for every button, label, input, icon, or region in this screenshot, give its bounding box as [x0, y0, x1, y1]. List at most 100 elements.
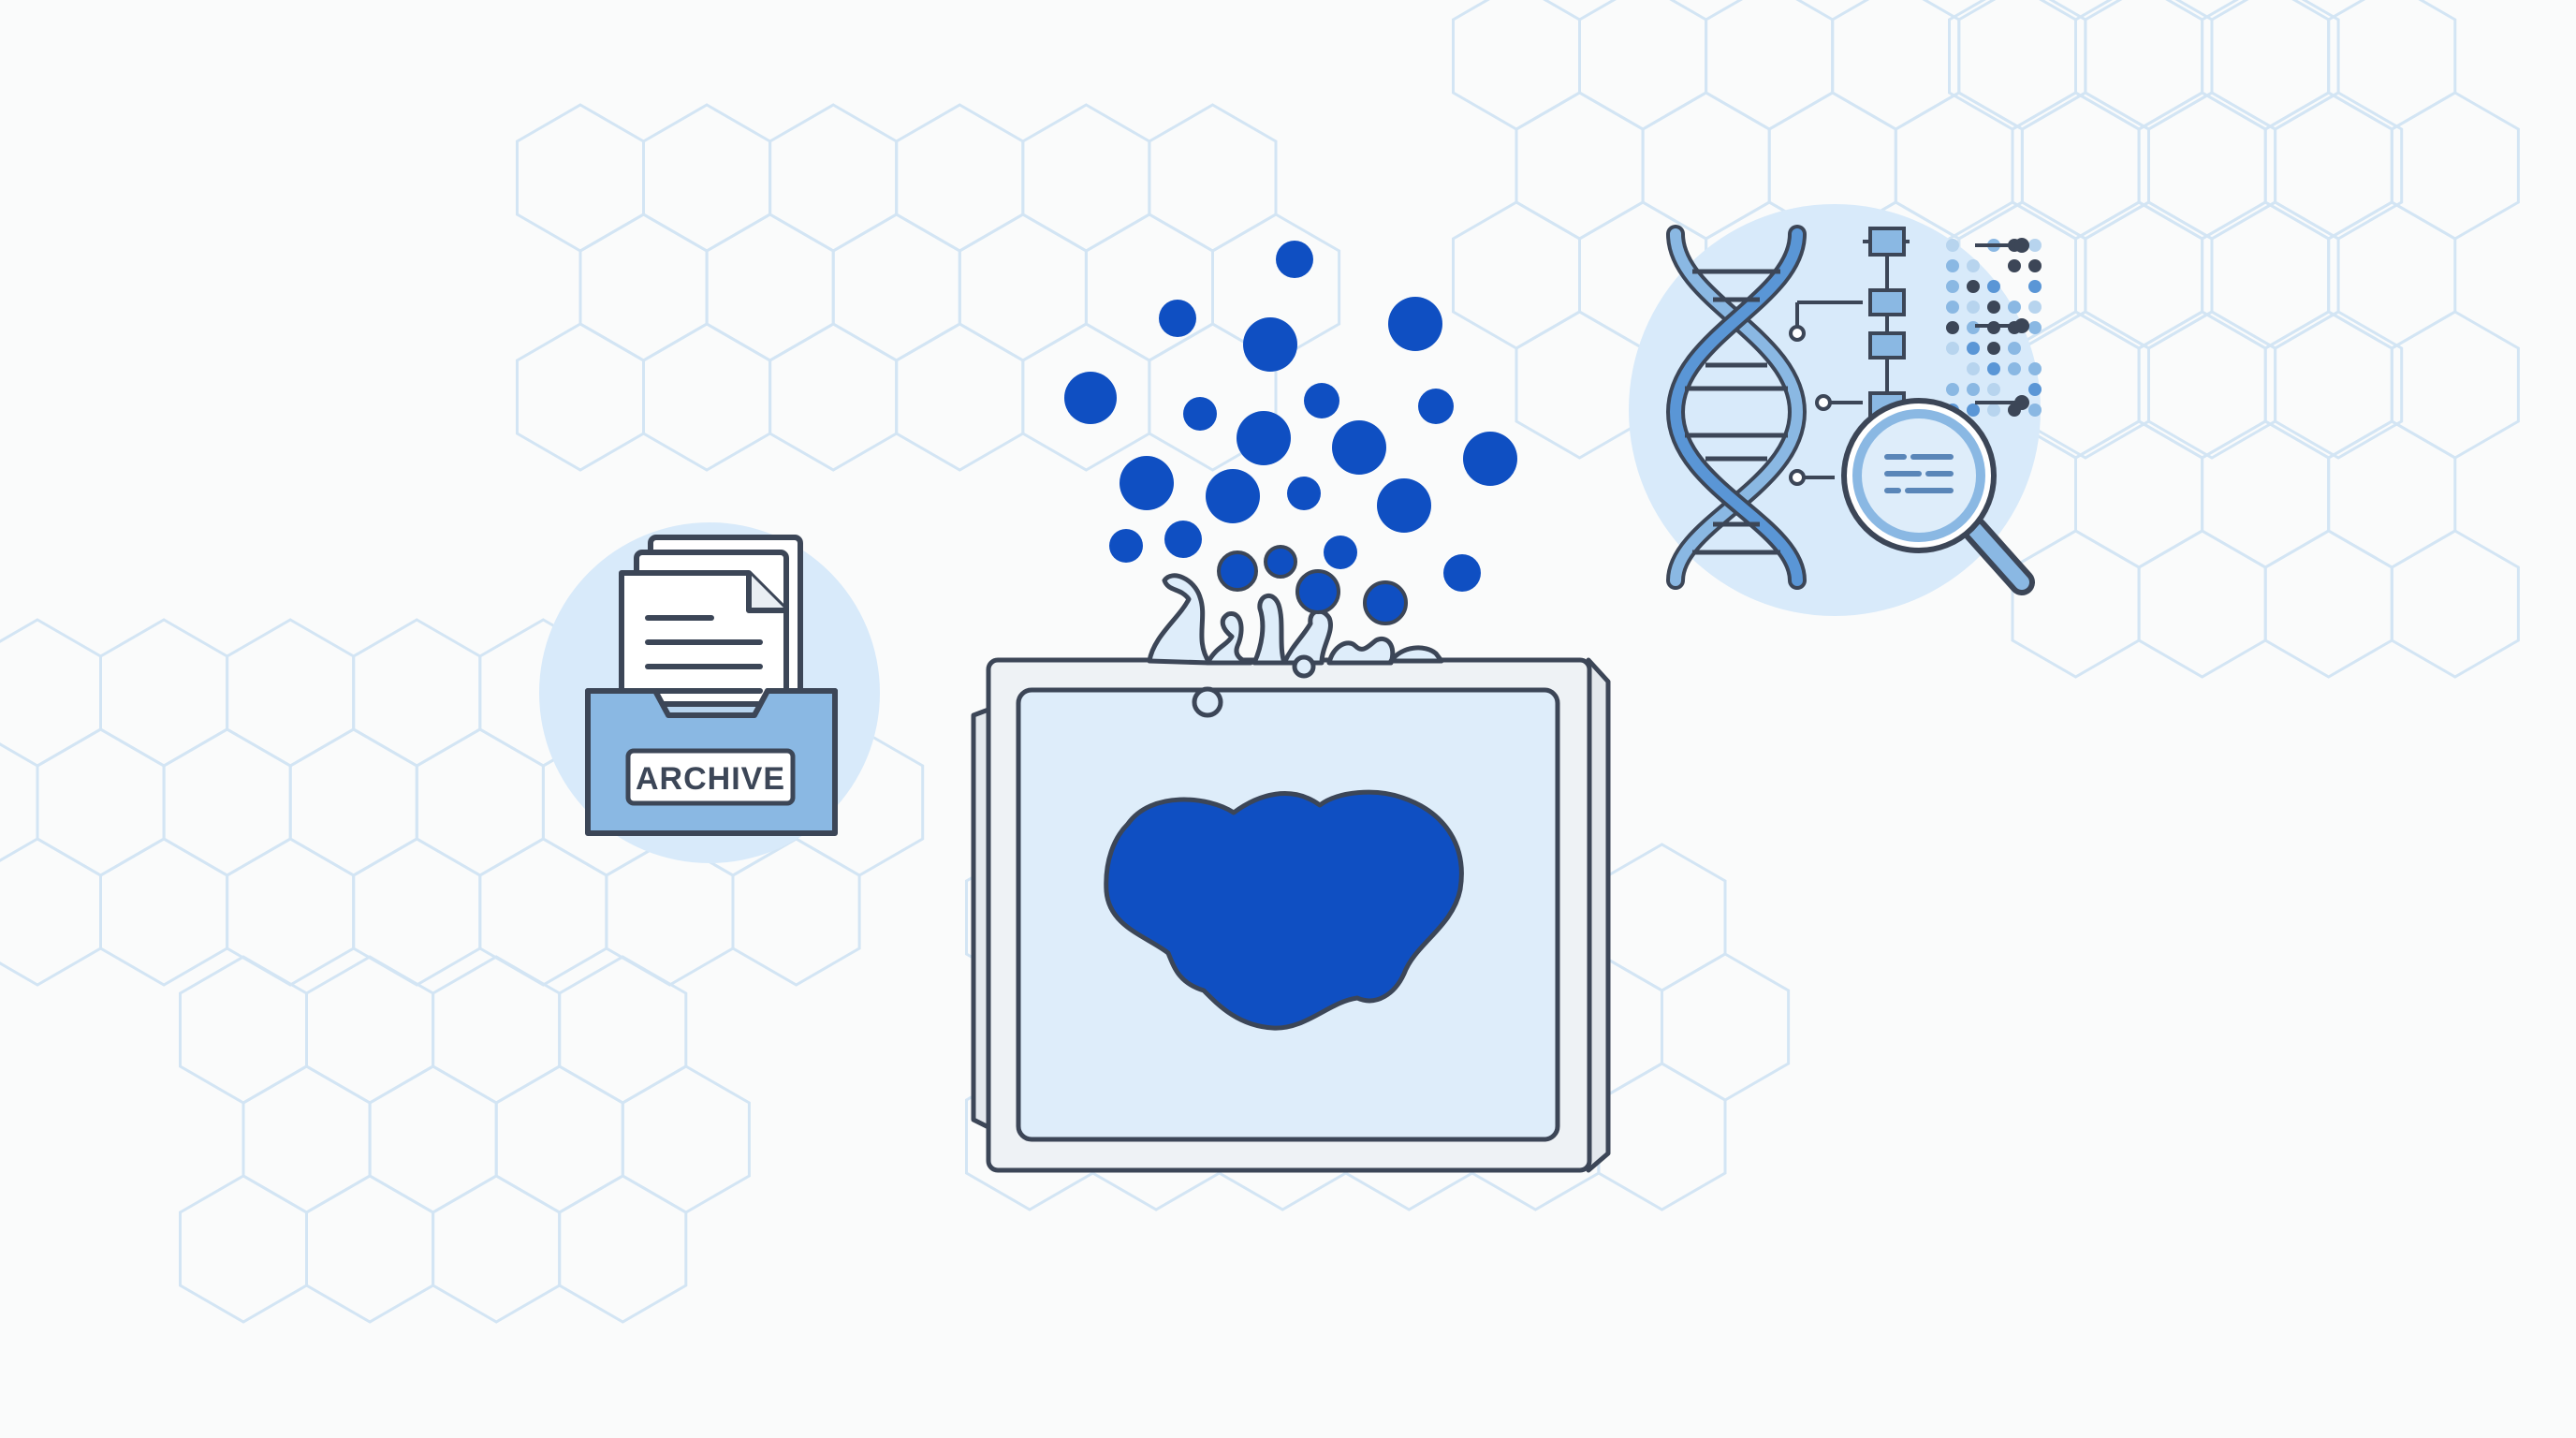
- hexagon-outline: [162, 727, 292, 877]
- hexagon-outline: [2147, 310, 2277, 460]
- archive-label-plate: [625, 748, 796, 806]
- hexagon-outline: [242, 1064, 372, 1214]
- document-fold: [746, 573, 786, 613]
- hexagon-outline: [558, 1174, 688, 1324]
- hexagon-outline: [2263, 529, 2393, 679]
- matrix-dot: [2008, 342, 2021, 355]
- matrix-connector-end: [2014, 318, 2029, 333]
- hexagon-outline: [2201, 200, 2331, 350]
- hexagon-outline: [2011, 91, 2141, 241]
- matrix-dot: [1987, 362, 2000, 375]
- hexagon-outline: [1641, 91, 1771, 241]
- matrix-dot: [2028, 321, 2042, 334]
- matrix-dot: [2028, 404, 2042, 417]
- particle-dot: [1324, 536, 1357, 569]
- archive-box-icon: ARCHIVE: [539, 522, 880, 863]
- particle-cloud: [1064, 241, 1517, 592]
- hexagon-outline: [2327, 200, 2457, 350]
- matrix-dot: [1946, 280, 1959, 293]
- hexagon-outline: [305, 955, 435, 1105]
- hexagon-outline: [2074, 419, 2204, 569]
- particle-dot: [1332, 420, 1386, 475]
- hexagon-outline: [36, 727, 166, 877]
- hexagon-outline: [1661, 952, 1791, 1102]
- particle-dot: [1064, 372, 1117, 424]
- matrix-dot: [1946, 383, 1959, 396]
- hexagon-outline: [179, 955, 308, 1105]
- dna-rungs: [1685, 269, 1788, 555]
- dna-analysis-icon: [1629, 204, 2042, 616]
- hexagon-outline: [2210, 200, 2340, 350]
- hexagon-outline: [352, 618, 482, 768]
- hexagon-outline: [1597, 1062, 1727, 1211]
- hexagon-outline: [2137, 529, 2267, 679]
- particle-dot: [1287, 477, 1321, 510]
- hexagon-outline: [226, 618, 356, 768]
- hexagon-outline: [2327, 419, 2457, 569]
- matrix-dot: [1987, 280, 2000, 293]
- matrix-dot: [2008, 362, 2021, 375]
- hexagon-outline: [1084, 213, 1214, 362]
- particle-dot: [1183, 397, 1217, 431]
- hexagon-outline: [642, 103, 772, 253]
- hexagon-outline: [621, 1064, 751, 1214]
- matrix-dot: [1946, 239, 1959, 252]
- hexagon-outline: [305, 1174, 435, 1324]
- hexagon-outline: [1894, 91, 2024, 241]
- matrix-dot: [1987, 404, 2000, 417]
- hexagon-outline: [2201, 419, 2331, 569]
- hexagon-outline: [0, 618, 102, 768]
- hexagon-outline: [516, 103, 645, 253]
- archive-label: ARCHIVE: [636, 761, 785, 797]
- particle-dot: [1276, 241, 1313, 278]
- matrix-connector-end: [2014, 395, 2029, 410]
- ink-frame-icon: [971, 241, 1611, 1173]
- hexagon-outline: [2263, 91, 2393, 241]
- matrix-dot: [2028, 383, 2042, 396]
- particle-dot: [1377, 478, 1431, 533]
- particle-dot: [1418, 389, 1454, 424]
- hexagon-outline: [2147, 91, 2277, 241]
- matrix-dot: [1967, 404, 1980, 417]
- matrix-dot: [1987, 383, 2000, 396]
- data-dot-matrix: [1946, 238, 2042, 417]
- hexagon-outline: [516, 322, 645, 472]
- particle-dot: [1109, 529, 1143, 563]
- matrix-dot: [1946, 342, 1959, 355]
- hexagon-outline: [558, 955, 688, 1105]
- hexagon-outline: [368, 1064, 498, 1214]
- hexagon-outline: [768, 322, 899, 472]
- matrix-dot: [1967, 342, 1980, 355]
- hexagon-outline: [2137, 91, 2267, 241]
- hexagon-outline: [226, 837, 356, 987]
- flowchart-icon: [1789, 227, 1910, 486]
- hexagon-outline: [1021, 103, 1151, 253]
- matrix-dot: [1987, 301, 2000, 314]
- hexagon-outline: [2390, 91, 2520, 241]
- hexagon-outline: [731, 837, 861, 987]
- ink-drops: [1192, 654, 1316, 718]
- hexagon-outline: [494, 1064, 624, 1214]
- hexagon-outline: [958, 213, 1088, 362]
- dna-helix-icon: [1665, 225, 1808, 590]
- hexagon-outline: [1515, 91, 1645, 241]
- document-lines: [645, 615, 763, 694]
- particle-dot: [1159, 300, 1196, 337]
- hexagon-outline: [2263, 310, 2393, 460]
- particle-dot: [1443, 554, 1481, 592]
- hexagon-outline: [2390, 529, 2520, 679]
- matrix-dot: [2008, 301, 2021, 314]
- particle-dot: [1463, 432, 1517, 486]
- particle-dot: [1120, 456, 1174, 510]
- hexagon-outline: [478, 837, 608, 987]
- hexagon-outline: [642, 322, 772, 472]
- magnifier-icon: [1841, 398, 2035, 595]
- matrix-dot: [2028, 280, 2042, 293]
- matrix-dot: [2008, 259, 2021, 272]
- hexagon-outline: [2137, 310, 2267, 460]
- magnifier-lines: [1884, 454, 1954, 493]
- particle-dot: [1388, 297, 1442, 351]
- ink-blob-icon: [1104, 789, 1464, 1031]
- hexagon-outline: [2327, 0, 2457, 131]
